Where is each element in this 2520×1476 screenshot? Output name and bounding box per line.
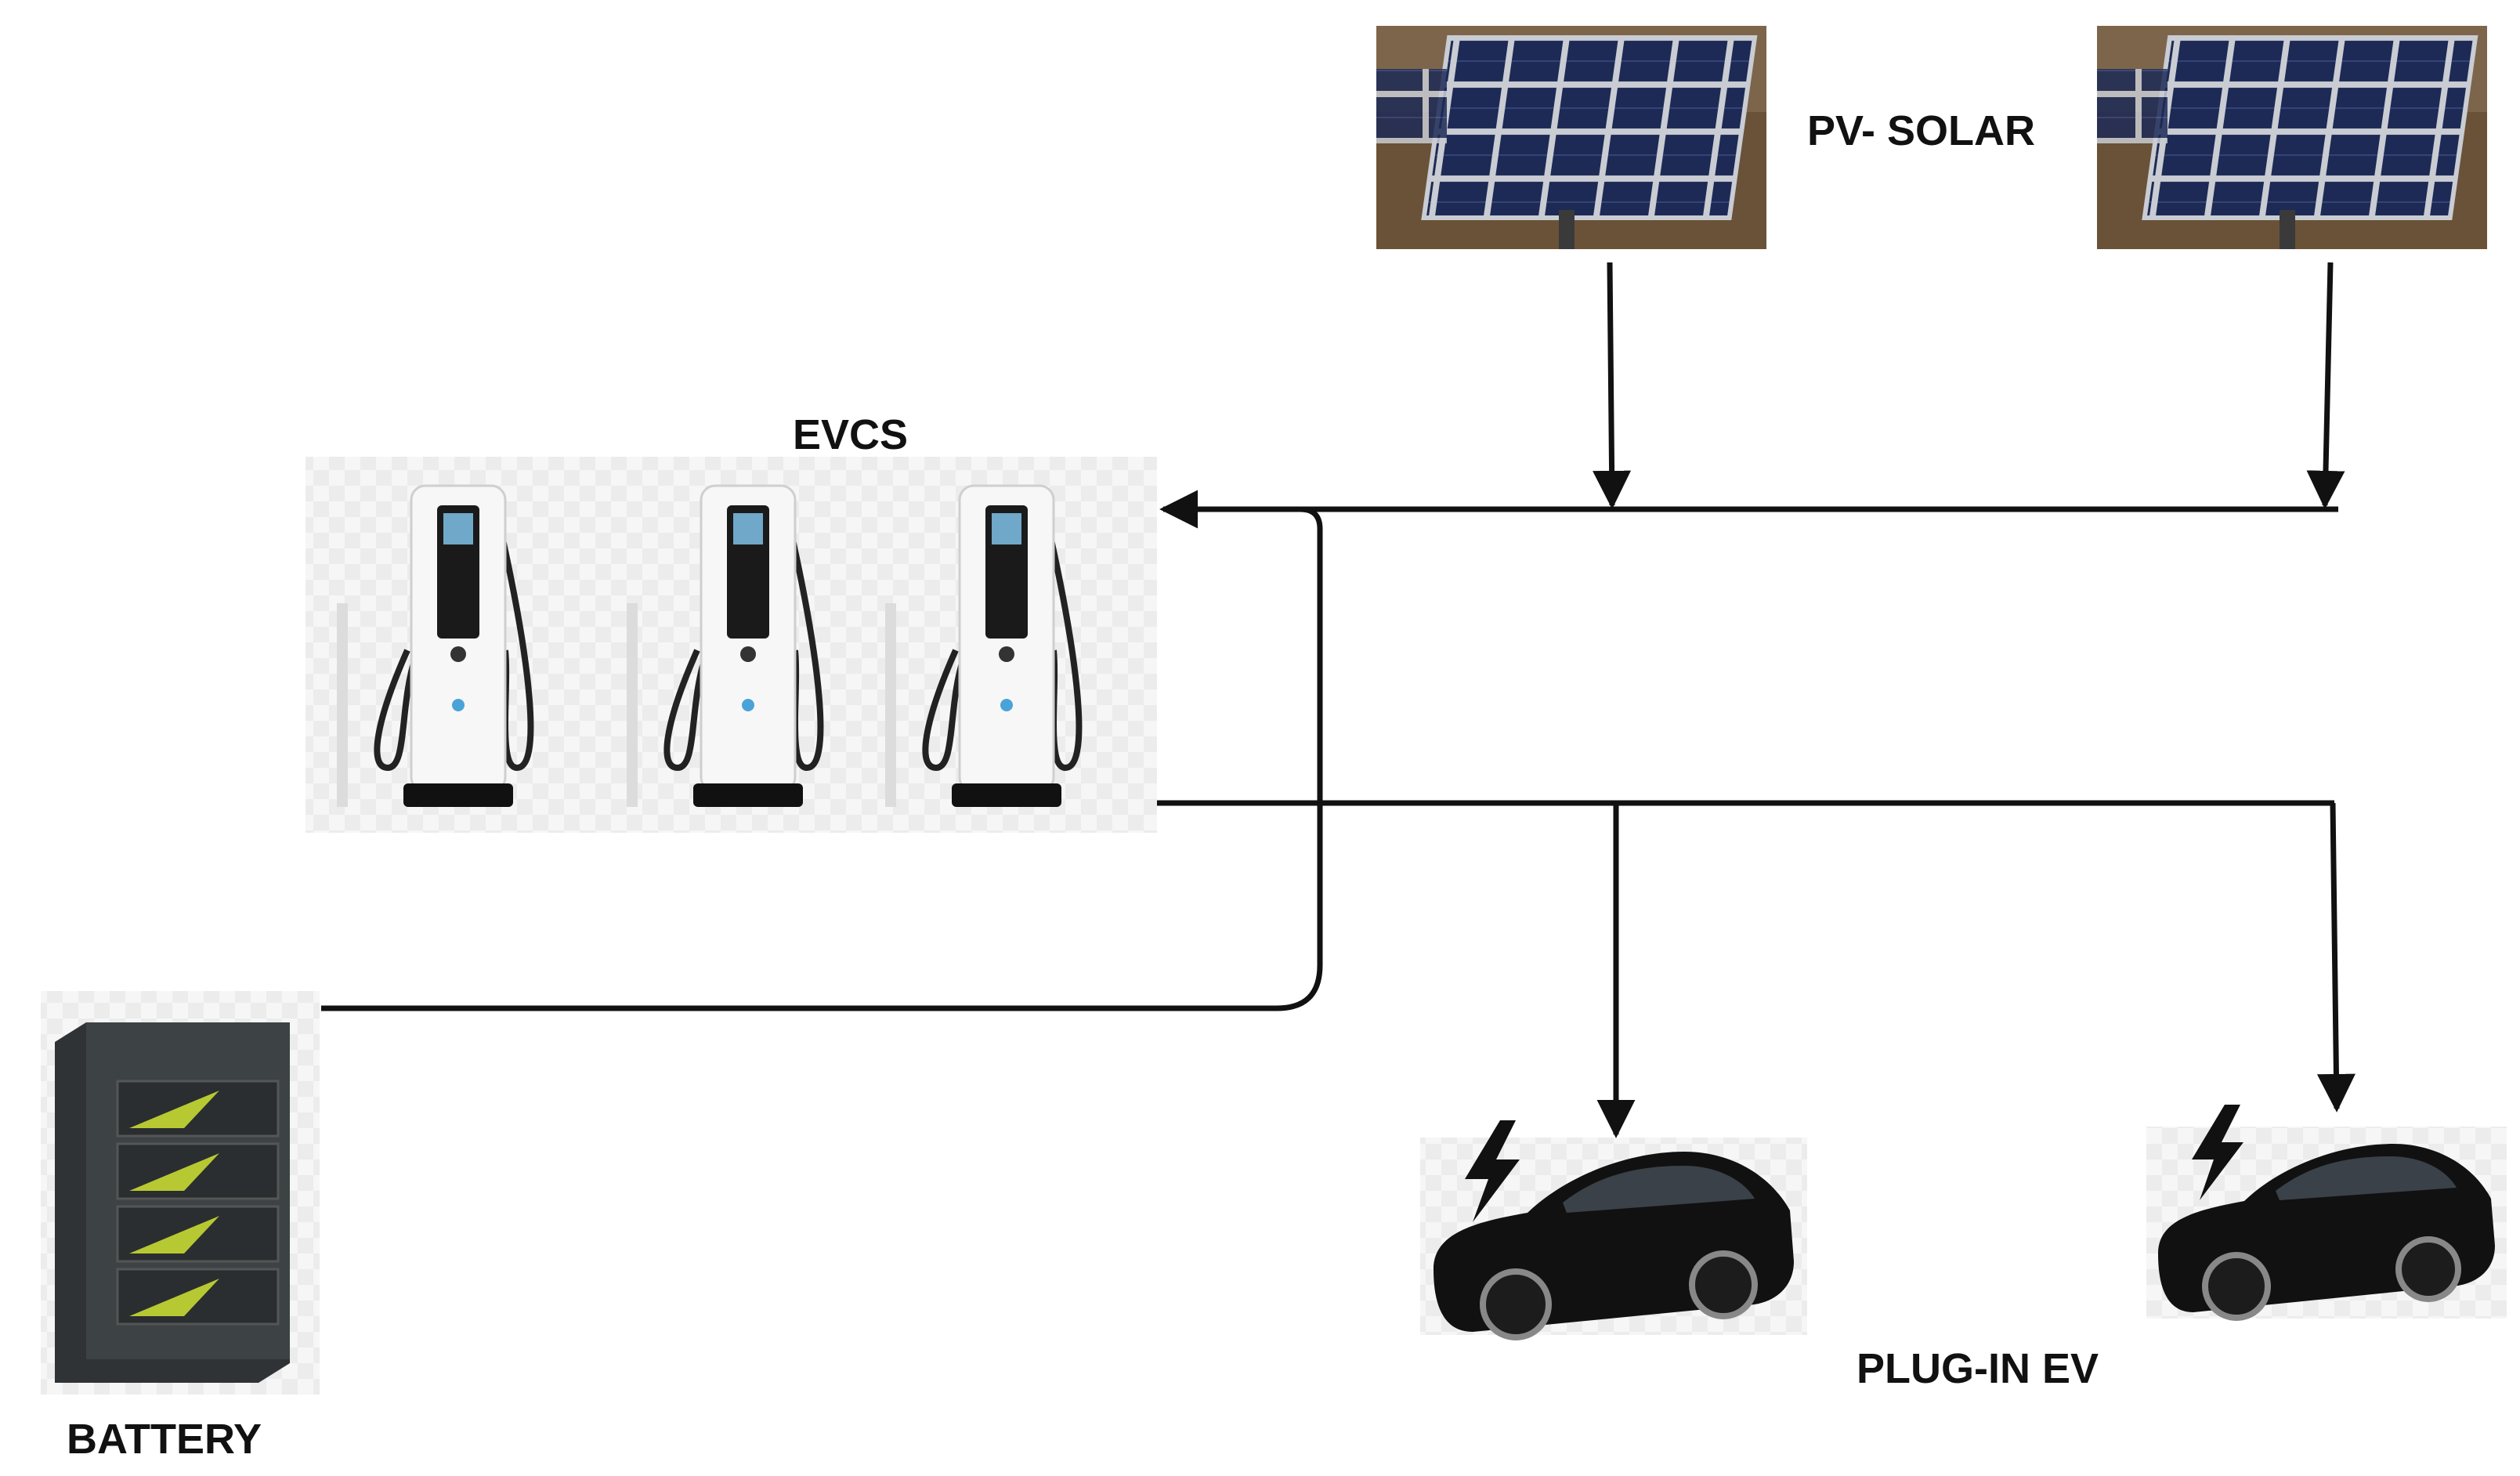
solar2-feed-arrow [2306,262,2345,509]
charger-unit [337,484,534,807]
battery-module [116,1268,280,1326]
electric-car-icon [1420,1120,1807,1340]
battery-cabinet-icon [41,991,320,1395]
pv-solar-label: PV- SOLAR [1807,107,2035,154]
battery-module [116,1142,280,1200]
charger-unit [885,484,1083,807]
battery-feed-line [321,506,1323,1011]
battery-label: BATTERY [67,1416,262,1463]
electric-car-icon [2146,1105,2507,1321]
plug-in-ev-label: PLUG-IN EV [1857,1345,2099,1392]
solar-panel-icon [2097,26,2487,249]
lightning-bolt-icon [1465,1120,1520,1222]
solar1-feed-arrow [1593,262,1632,509]
battery-module [116,1080,280,1138]
ev-charger-icon [306,457,1157,833]
power-lines [321,262,2355,1138]
car2-feed-arrow [2316,802,2355,1112]
charger-unit [627,484,824,807]
evcs-label: EVCS [793,411,908,458]
solar-panel-icon [1376,26,1766,249]
battery-module [116,1205,280,1263]
lightning-bolt-icon [2192,1105,2243,1200]
